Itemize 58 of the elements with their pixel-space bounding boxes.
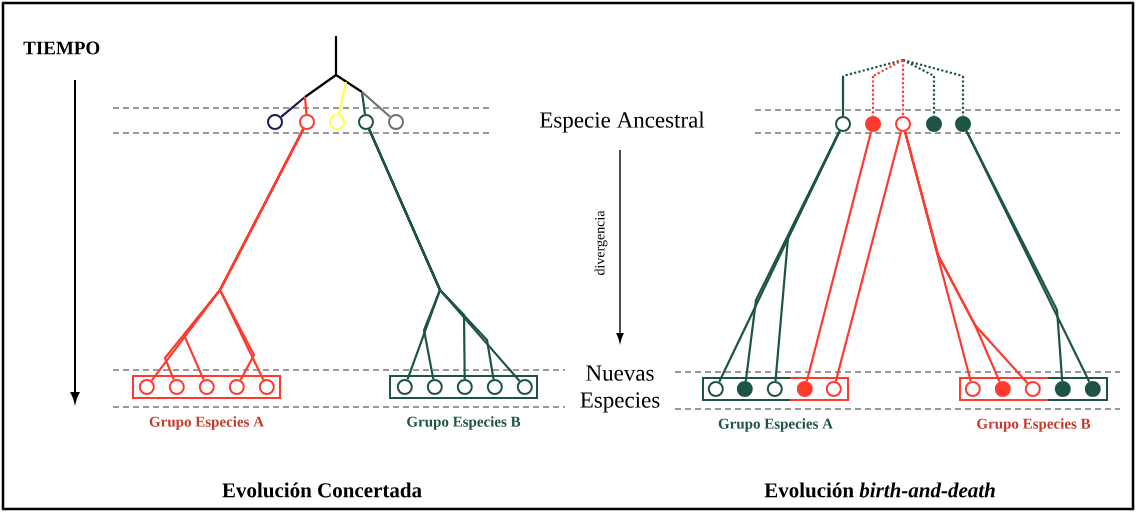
tree-branches <box>965 130 1091 383</box>
circle-marker <box>396 379 413 395</box>
node-label: Grupo Especies B <box>407 416 521 430</box>
circle-marker <box>796 381 813 397</box>
circle-marker <box>516 379 533 395</box>
node-label: Grupo Especies A <box>149 416 264 430</box>
time-label: TIEMPO <box>23 41 100 55</box>
circle-marker <box>1054 381 1071 397</box>
circle-marker <box>388 114 404 130</box>
circle-marker <box>736 381 753 397</box>
circle-marker <box>267 114 283 130</box>
circle-marker <box>456 379 473 395</box>
tree-branches <box>932 76 936 116</box>
circle-marker <box>964 381 981 397</box>
circle-marker <box>198 379 215 395</box>
tree-branches <box>303 96 308 115</box>
panel-title: Evolución Concertada <box>222 482 422 498</box>
group-box: Grupo Especies A <box>702 377 849 432</box>
tree-branches <box>901 60 905 116</box>
circle-marker <box>168 379 185 395</box>
circle-marker <box>358 114 374 130</box>
tree-branches <box>718 130 841 383</box>
circle-marker <box>228 379 245 395</box>
tree-branches <box>805 131 873 382</box>
panel-title: Evolución birth-and-death <box>764 482 995 498</box>
tree-branches <box>871 76 875 116</box>
tree-branches <box>841 76 845 116</box>
circle-marker <box>865 116 881 132</box>
group-box: Grupo Especies B <box>959 377 1108 432</box>
tree-branches <box>360 91 367 115</box>
tree-branches <box>961 76 965 116</box>
tree-branches <box>280 96 306 118</box>
level-label: Especie Ancestral <box>539 111 705 133</box>
tree-branches <box>361 91 391 118</box>
circle-marker <box>1084 381 1101 397</box>
circle-marker <box>299 114 315 130</box>
circle-marker <box>1024 381 1041 397</box>
circle-marker <box>707 381 724 397</box>
group-box: Grupo Especies B <box>389 375 538 430</box>
circle-marker <box>926 116 942 132</box>
circle-marker <box>955 116 971 132</box>
circle-marker <box>329 114 345 130</box>
circle-marker <box>895 116 911 132</box>
divergence-label: divergencia <box>594 210 608 275</box>
level-label: Nuevas Especies <box>580 365 660 413</box>
tree-branches <box>368 128 521 382</box>
circle-marker <box>138 379 155 395</box>
circle-marker <box>766 381 783 397</box>
circle-marker <box>835 116 851 132</box>
tree-branches <box>150 128 305 382</box>
circle-marker <box>486 379 503 395</box>
circle-marker <box>258 379 275 395</box>
circle-marker <box>994 381 1011 397</box>
circle-marker <box>825 381 842 397</box>
tree-branches <box>337 81 348 115</box>
tree-branches <box>834 131 1029 384</box>
circle-marker <box>426 379 443 395</box>
group-box: Grupo Especies A <box>132 375 281 430</box>
